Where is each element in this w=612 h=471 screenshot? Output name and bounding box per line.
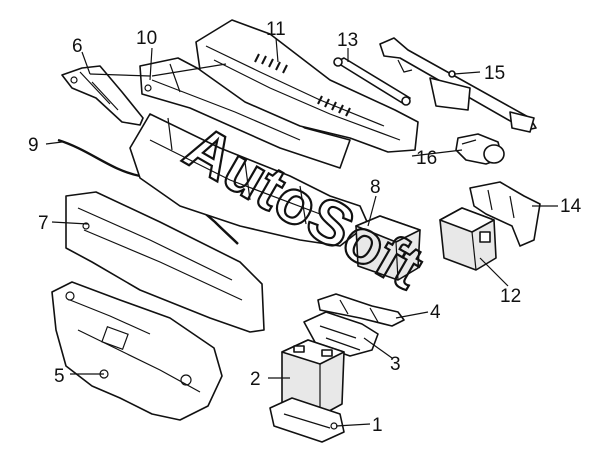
grille-slots [254,53,351,117]
callout-8: 8 [370,177,381,198]
part-12-relay-box [439,207,497,271]
part-5-support-bracket [51,281,223,421]
callout-16: 16 [416,148,437,169]
part-13-rod [333,57,411,106]
part-6-bracket [61,65,144,126]
callout-6: 6 [72,36,83,57]
callout-9: 9 [28,135,39,156]
part-14-bracket [469,181,541,247]
part-1-battery-tray [269,397,345,443]
part-4-bracket [317,293,405,327]
callout-1: 1 [372,415,383,436]
callout-10: 10 [136,28,157,49]
part-15-wiper-linkage [379,37,537,133]
callout-3: 3 [390,354,401,375]
callout-14: 14 [560,196,582,217]
part-16-wiper-motor [455,133,505,165]
part-2-battery [281,339,345,417]
part-8-control-module [355,215,421,281]
callout-4: 4 [430,302,441,323]
part-7-bulkhead-panel [65,191,265,333]
callout-2: 2 [250,369,261,390]
callout-7: 7 [38,213,49,234]
callout-13: 13 [337,30,358,51]
part-11-cowl-grille [195,19,419,153]
callout-15: 15 [484,63,505,84]
leader-lines [45,37,558,427]
callout-11: 11 [266,19,286,40]
callout-5: 5 [54,366,65,387]
callout-12: 12 [500,286,521,307]
